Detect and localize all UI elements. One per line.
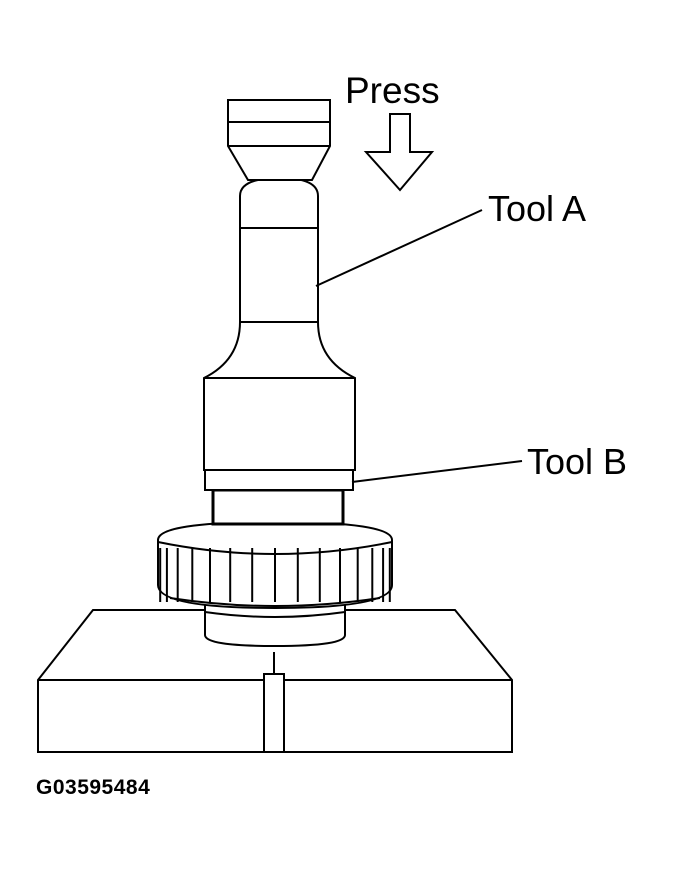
tool-a-leader-line [315,209,483,287]
tool-b-leader-line [351,460,523,483]
tool-a-label: Tool A [488,188,587,229]
tool-a [203,176,356,471]
gear [157,520,393,610]
press-ram [227,99,331,181]
figure-id: G03595484 [36,776,151,799]
tool-b [204,467,354,526]
support-block [37,609,513,753]
tool-b-label: Tool B [527,441,628,482]
press-label: Press [345,70,440,111]
press-arrow-icon [363,113,435,192]
